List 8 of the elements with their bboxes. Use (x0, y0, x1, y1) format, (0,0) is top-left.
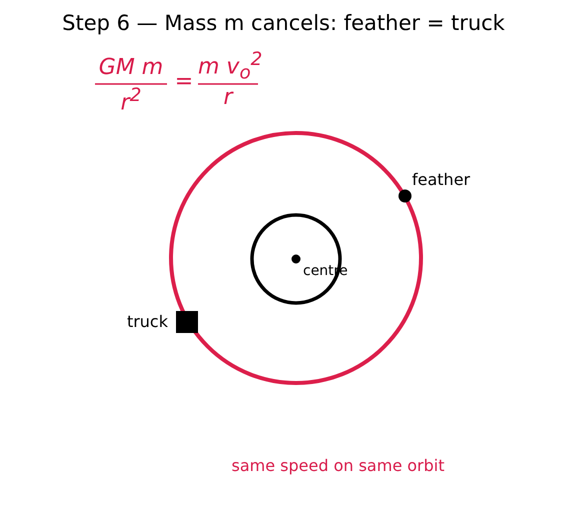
object-label: truck (126, 313, 168, 331)
equals-sign: = (174, 70, 194, 94)
formula-numerator: GM m (98, 56, 164, 80)
formula-denominator: r$^{2}$ (120, 86, 142, 116)
caption-note: same speed on same orbit (230, 457, 446, 475)
object-label: feather (412, 171, 470, 189)
formula-denominator: r (222, 86, 235, 110)
title: Step 6 — Mass m cancels: feather = truck (61, 12, 506, 36)
